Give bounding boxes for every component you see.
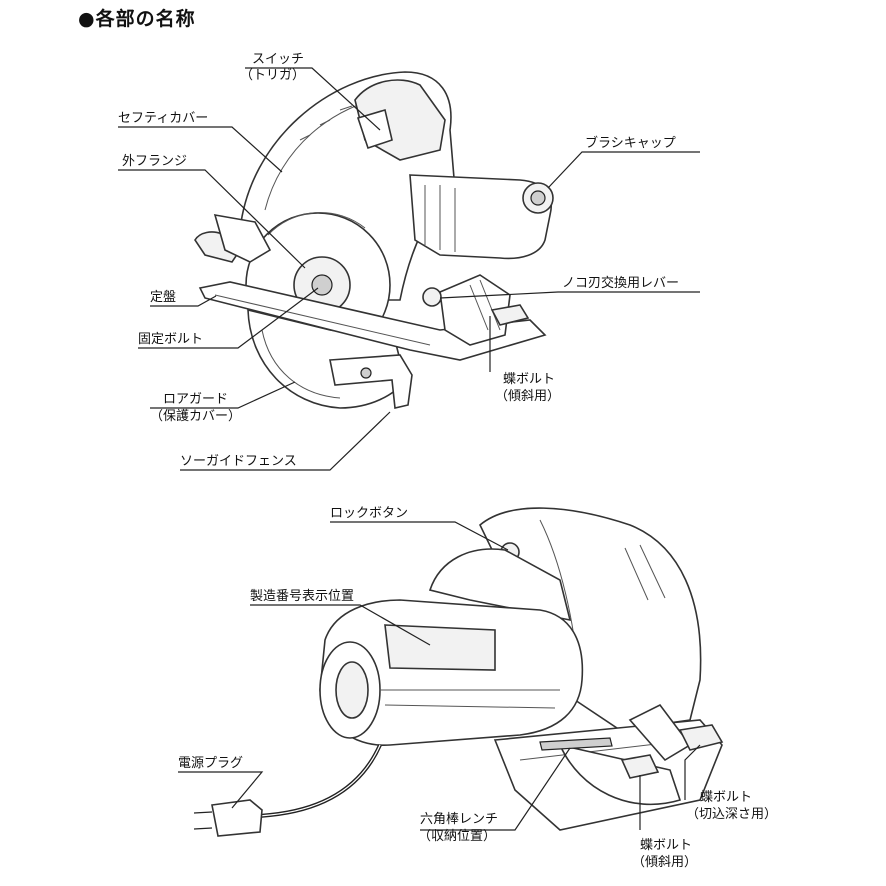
wing-bolt-bevel-bottom (620, 754, 660, 779)
label-switch-sub: （トリガ） (240, 68, 306, 83)
label-serial-position: 製造番号表示位置 (250, 589, 355, 604)
blade-guard-rear (479, 507, 702, 731)
label-wing-bolt-bevel: 蝶ボルト (503, 372, 556, 387)
rear-handle (428, 548, 572, 622)
label-power-plug: 電源プラグ (178, 756, 244, 771)
label-lower-guard: ロアガード (163, 392, 229, 407)
label-saw-guide-fence: ソーガイドフェンス (180, 454, 297, 469)
label-switch: スイッチ (252, 52, 305, 67)
label-wing-bolt-depth-sub: （切込深さ用） (686, 807, 778, 822)
label-fixing-bolt: 固定ボルト (138, 332, 204, 347)
label-base: 定盤 (150, 290, 177, 305)
label-brush-cap: ブラシキャップ (585, 136, 676, 151)
wing-bolt-bevel-top (490, 304, 530, 326)
page-title: ●各部の名称 (78, 8, 196, 30)
label-lower-guard-sub: （保護カバー） (150, 409, 242, 424)
label-wing-bolt-bevel2-sub: （傾斜用） (632, 855, 698, 870)
wing-bolt-depth (678, 724, 724, 751)
blade-change-lever (422, 287, 442, 307)
bottom-saw-illustration (193, 507, 724, 837)
label-wing-bolt-bevel-sub: （傾斜用） (495, 389, 561, 404)
serial-plate (384, 624, 496, 671)
label-safety-cover: セフティカバー (118, 111, 209, 126)
base-plate (198, 281, 547, 361)
label-wing-bolt-depth: 蝶ボルト (700, 790, 753, 805)
label-hex-wrench: 六角棒レンチ (420, 812, 499, 827)
power-plug (211, 799, 263, 837)
front-knob (194, 231, 242, 263)
switch-trigger (356, 108, 393, 150)
saw-blade-lower (558, 743, 682, 806)
hex-wrench (539, 737, 613, 751)
top-leader-lines (118, 67, 700, 471)
top-saw-illustration (194, 71, 554, 409)
label-wing-bolt-bevel2: 蝶ボルト (640, 838, 693, 853)
fixing-bolt (311, 274, 333, 296)
label-outer-flange: 外フランジ (122, 154, 188, 169)
label-blade-lever: ノコ刃交換用レバー (562, 276, 680, 291)
label-lock-button: ロックボタン (330, 506, 409, 521)
saw-guide-fence (329, 354, 413, 409)
label-hex-wrench-sub: （収納位置） (418, 829, 497, 844)
bottom-leader-lines (178, 521, 701, 831)
bevel-bracket (439, 274, 511, 346)
